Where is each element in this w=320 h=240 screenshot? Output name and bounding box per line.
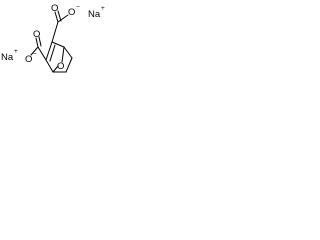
bond-c-top-o-single: [57, 14, 69, 23]
oxygen-left-single: O: [25, 54, 32, 65]
bond-c3-c4: [45, 59, 54, 73]
bond-c2-c3-double-a: [45, 41, 53, 61]
bond-c-top-o-double-b: [57, 10, 62, 22]
oxygen-top-single: O: [68, 7, 75, 18]
bond-c2-c3-double-b: [49, 44, 56, 62]
oxygen-top-double: O: [51, 3, 58, 14]
oxygen-bridge: O: [57, 61, 64, 72]
sodium-left-symbol: Na: [1, 52, 14, 63]
sodium-left-charge: +: [14, 48, 18, 55]
oxygen-left-charge: −: [33, 51, 37, 58]
bond-network: [30, 10, 73, 73]
bond-c1-o-bridge: [61, 46, 65, 63]
bond-c4-o-bridge: [52, 65, 59, 73]
oxygen-left-double: O: [33, 29, 40, 40]
bond-c3-c-left: [37, 46, 47, 61]
bond-c1-c6: [63, 46, 73, 59]
bond-c2-c1: [51, 41, 65, 48]
sodium-top-symbol: Na: [88, 9, 101, 20]
chemical-structure-diagram: Na + Na + O O − O O − O: [1, 3, 105, 73]
bond-c-top-o-double-a: [54, 11, 59, 23]
bond-c-left-o-double-a: [35, 37, 39, 48]
oxygen-top-charge: −: [76, 4, 80, 11]
bond-c2-c-top: [51, 21, 59, 43]
bond-c-left-o-single: [30, 46, 39, 56]
bond-c6-c5: [65, 57, 73, 73]
atom-labels: Na + Na + O O − O O − O: [1, 3, 105, 72]
bond-c-left-o-double-b: [38, 36, 42, 47]
sodium-top-charge: +: [101, 5, 105, 12]
